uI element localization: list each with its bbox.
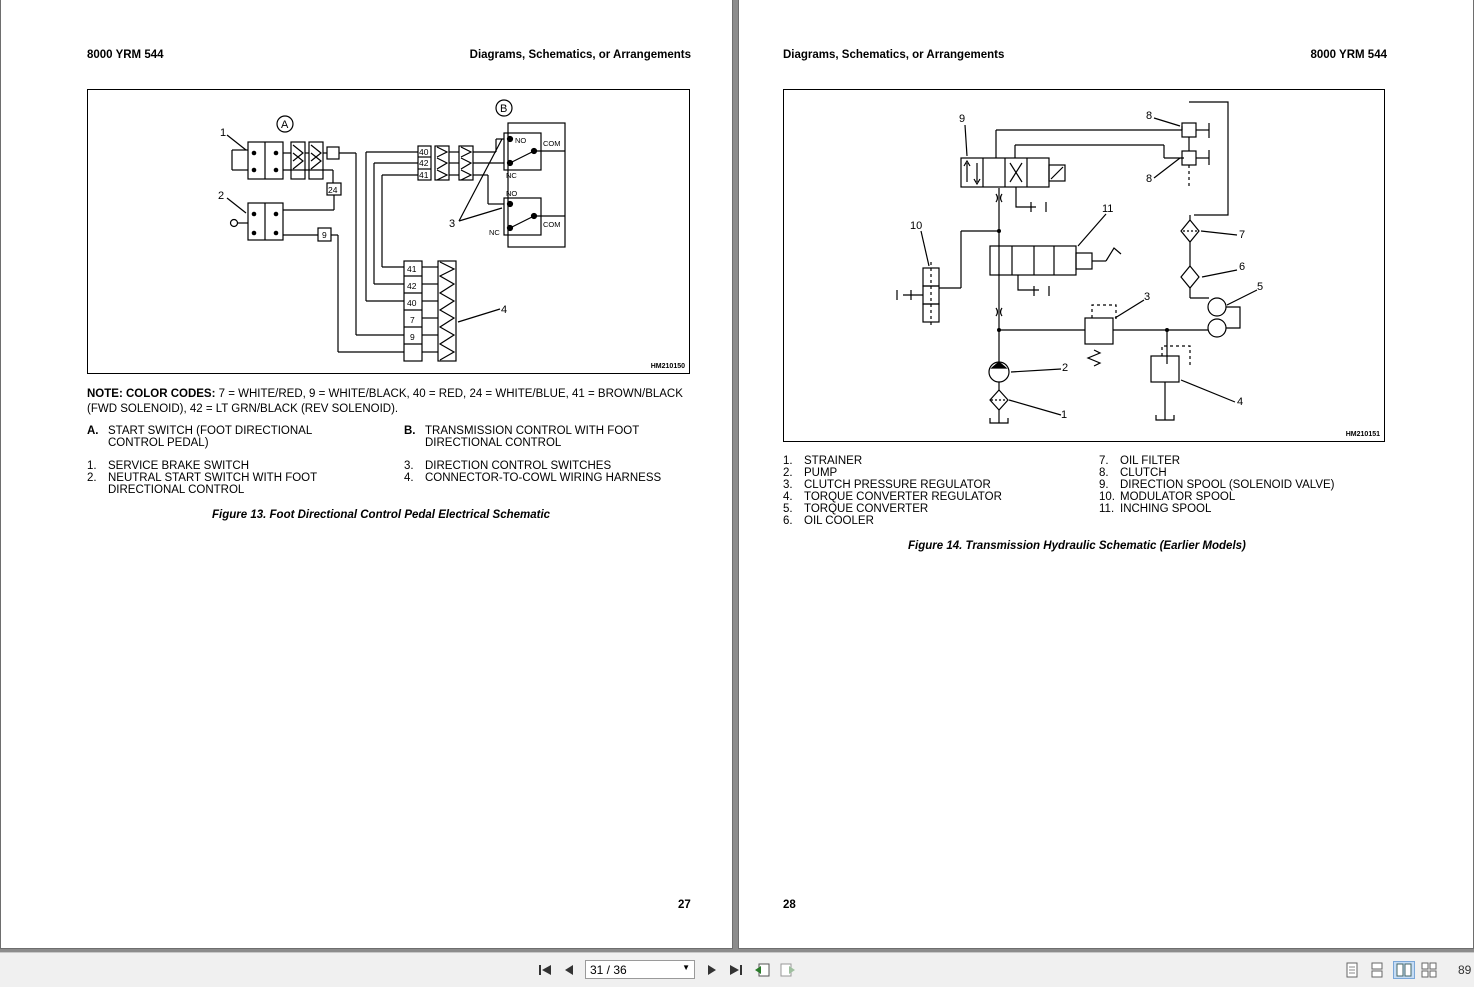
legend-item: 3.CLUTCH PRESSURE REGULATOR	[783, 479, 991, 491]
legend-letter-b: B.TRANSMISSION CONTROL WITH FOOT DIRECTI…	[404, 425, 640, 449]
legend-item: 11.INCHING SPOOL	[1099, 503, 1212, 515]
label-1: 1	[1061, 409, 1067, 421]
first-page-icon[interactable]	[536, 961, 554, 979]
legend-item: 9.DIRECTION SPOOL (SOLENOID VALVE)	[1099, 479, 1335, 491]
label-4: 4	[1237, 396, 1243, 408]
nc-label-1: NC	[506, 171, 517, 180]
legend-item: 1.SERVICE BRAKE SWITCH	[87, 460, 250, 472]
label-1: 1	[220, 127, 226, 139]
label-8-top: 8	[1146, 110, 1152, 122]
page-number-input[interactable]: 31 / 36 ▼	[585, 960, 695, 979]
legend-item: 3.DIRECTION CONTROL SWITCHES	[404, 460, 612, 472]
legend-item: 2.PUMP	[783, 467, 838, 479]
document-viewport[interactable]: 8000 YRM 544 Diagrams, Schematics, or Ar…	[0, 0, 1474, 952]
label-7: 7	[1239, 229, 1245, 241]
harness-7-label: 7	[410, 315, 415, 325]
harness-9-label: 9	[410, 332, 415, 342]
legend-letter-a: A.START SWITCH (FOOT DIRECTIONAL CONTROL…	[87, 425, 312, 449]
page-number: 27	[678, 899, 691, 911]
document-page-27: 8000 YRM 544 Diagrams, Schematics, or Ar…	[1, 0, 732, 948]
page-indicator: 31 / 36	[590, 962, 627, 977]
go-forward-view-icon[interactable]	[779, 961, 797, 979]
page-number: 28	[783, 899, 796, 911]
harness-42-label: 42	[407, 281, 417, 291]
legend-list-right: 3.DIRECTION CONTROL SWITCHES 4.CONNECTOR…	[404, 460, 689, 484]
harness-40-label: 40	[407, 298, 417, 308]
legend-item: 4.TORQUE CONVERTER REGULATOR	[783, 491, 1002, 503]
figure-caption: Figure 14. Transmission Hydraulic Schema…	[908, 540, 1246, 552]
last-page-icon[interactable]	[727, 961, 745, 979]
label-5: 5	[1257, 281, 1263, 293]
next-page-icon[interactable]	[703, 961, 721, 979]
harness-41-label: 41	[407, 264, 417, 274]
legend-item: 4.CONNECTOR-TO-COWL WIRING HARNESS	[404, 472, 662, 484]
label-4: 4	[501, 304, 507, 316]
label-9: 9	[959, 113, 965, 125]
figure-13-electrical-schematic: A B 1 2 3 4 24 9 40 42 41 41 42 40 7	[87, 89, 690, 374]
legend-item: 8.CLUTCH	[1099, 467, 1167, 479]
note-label: NOTE: COLOR CODES:	[87, 388, 216, 400]
wire-9-label: 9	[322, 230, 327, 240]
figure-id: HM210150	[650, 363, 685, 370]
facing-view-icon[interactable]	[1393, 961, 1415, 979]
label-a: A	[281, 119, 289, 131]
com-label-2: COM	[543, 220, 561, 229]
label-2: 2	[218, 190, 224, 202]
dropdown-arrow-icon[interactable]: ▼	[682, 963, 690, 972]
legend-item: 7.OIL FILTER	[1099, 455, 1181, 467]
viewer-toolbar: 31 / 36 ▼ 89	[0, 952, 1474, 987]
nc-label-2: NC	[489, 228, 500, 237]
legend-item: 10.MODULATOR SPOOL	[1099, 491, 1236, 503]
legend-item: 2.NEUTRAL START SWITCH WITH FOOT DIRECTI…	[87, 472, 317, 496]
legend-list-left: 1.SERVICE BRAKE SWITCH 2.NEUTRAL START S…	[87, 460, 352, 496]
label-11: 11	[1102, 203, 1113, 215]
go-back-view-icon[interactable]	[753, 961, 771, 979]
legend-item: 1.STRAINER	[783, 455, 863, 467]
figure-id: HM210151	[1345, 431, 1380, 438]
figure-14-hydraulic-schematic: 9 8 8 10 11 7 6 5 3 2 1 4 HM210151	[783, 89, 1385, 442]
label-6: 6	[1239, 261, 1245, 273]
conn-40-label: 40	[419, 147, 429, 157]
conn-41-label: 41	[419, 170, 429, 180]
previous-page-icon[interactable]	[560, 961, 578, 979]
figure-caption: Figure 13. Foot Directional Control Peda…	[212, 509, 551, 521]
single-page-view-icon[interactable]	[1343, 961, 1361, 979]
page-header-right: Diagrams, Schematics, or Arrangements	[469, 49, 691, 61]
label-2: 2	[1062, 362, 1068, 374]
label-10: 10	[910, 220, 922, 232]
facing-continuous-view-icon[interactable]	[1420, 961, 1438, 979]
conn-42-label: 42	[419, 158, 429, 168]
label-3: 3	[1144, 291, 1150, 303]
hydraulic-schematic-drawing: 9 8 8 10 11 7 6 5 3 2 1 4	[896, 101, 1263, 424]
legend-item: 6.OIL COOLER	[783, 515, 874, 527]
electrical-schematic-drawing: A B 1 2 3 4 24 9 40 42 41 41 42 40 7	[218, 99, 566, 362]
label-3: 3	[449, 218, 455, 230]
page-header-left: 8000 YRM 544	[87, 49, 164, 61]
no-label-2: NO	[506, 189, 517, 198]
label-8-bottom: 8	[1146, 173, 1152, 185]
legend-list-left: 1.STRAINER 2.PUMP 3.CLUTCH PRESSURE REGU…	[783, 455, 1083, 527]
zoom-level[interactable]: 89	[1458, 963, 1472, 977]
com-label-1: COM	[543, 139, 561, 148]
page-header-left: Diagrams, Schematics, or Arrangements	[783, 49, 1005, 61]
page-header-right: 8000 YRM 544	[1310, 49, 1387, 61]
color-codes-note: NOTE: COLOR CODES: 7 = WHITE/RED, 9 = WH…	[87, 387, 697, 417]
document-page-28: Diagrams, Schematics, or Arrangements 80…	[739, 0, 1473, 948]
legend-list-right: 7.OIL FILTER 8.CLUTCH 9.DIRECTION SPOOL …	[1099, 455, 1389, 515]
note-text: 7 = WHITE/RED, 9 = WHITE/BLACK, 40 = RED…	[87, 388, 683, 415]
label-b: B	[500, 103, 507, 115]
legend-item: 5.TORQUE CONVERTER	[783, 503, 929, 515]
continuous-view-icon[interactable]	[1368, 961, 1386, 979]
no-label-1: NO	[515, 136, 526, 145]
wire-24-label: 24	[328, 185, 338, 195]
